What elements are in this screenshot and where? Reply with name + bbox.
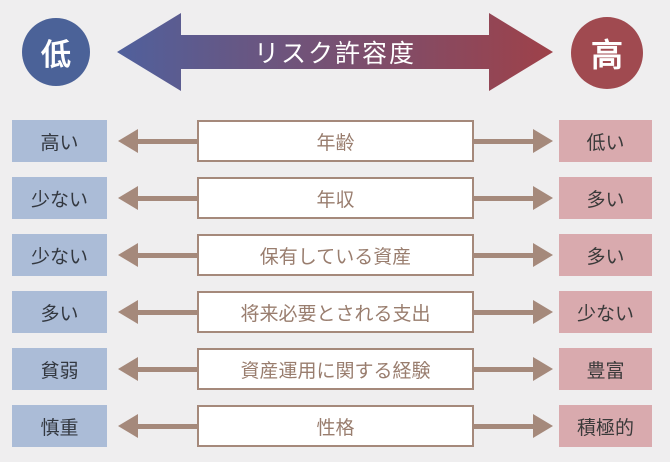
left-arrow-shaft bbox=[136, 139, 197, 144]
high-side-value: 豊富 bbox=[559, 348, 652, 390]
factor-row-personality: 慎重 性格 積極的 bbox=[0, 405, 670, 447]
left-arrow-shaft bbox=[136, 424, 197, 429]
high-side-value: 少ない bbox=[559, 291, 652, 333]
right-arrowhead-icon bbox=[533, 243, 553, 267]
left-arrow-shaft bbox=[136, 196, 197, 201]
right-arrowhead-icon bbox=[533, 300, 553, 324]
right-arrowhead-icon bbox=[533, 129, 553, 153]
factor-row-future-expenses: 多い 将来必要とされる支出 少ない bbox=[0, 291, 670, 333]
high-side-value: 低い bbox=[559, 120, 652, 162]
low-side-value: 高い bbox=[12, 120, 107, 162]
low-side-value: 貧弱 bbox=[12, 348, 107, 390]
low-side-value: 少ない bbox=[12, 234, 107, 276]
factor-label: 資産運用に関する経験 bbox=[197, 348, 474, 390]
low-side-value: 慎重 bbox=[12, 405, 107, 447]
factor-label: 将来必要とされる支出 bbox=[197, 291, 474, 333]
high-side-value: 積極的 bbox=[559, 405, 652, 447]
factor-row-assets: 少ない 保有している資産 多い bbox=[0, 234, 670, 276]
left-arrowhead-icon bbox=[118, 243, 138, 267]
factor-label: 保有している資産 bbox=[197, 234, 474, 276]
right-arrow-shaft bbox=[474, 139, 535, 144]
left-arrowhead-icon bbox=[118, 357, 138, 381]
factor-rows: 高い 年齢 低い 少ない 年収 多い 少ない 保有している資産 多い bbox=[0, 120, 670, 462]
right-arrowhead-icon bbox=[533, 357, 553, 381]
high-risk-circle: 高 bbox=[571, 17, 643, 89]
left-arrowhead-icon bbox=[118, 186, 138, 210]
left-arrowhead-icon bbox=[118, 129, 138, 153]
left-arrowhead-icon bbox=[118, 414, 138, 438]
right-arrow-shaft bbox=[474, 196, 535, 201]
factor-label: 性格 bbox=[197, 405, 474, 447]
factor-row-investment-experience: 貧弱 資産運用に関する経験 豊富 bbox=[0, 348, 670, 390]
high-risk-circle-label: 高 bbox=[590, 37, 623, 73]
left-arrow-shaft bbox=[136, 310, 197, 315]
factor-row-age: 高い 年齢 低い bbox=[0, 120, 670, 162]
high-side-value: 多い bbox=[559, 177, 652, 219]
factor-label: 年収 bbox=[197, 177, 474, 219]
right-arrow-shaft bbox=[474, 367, 535, 372]
double-headed-gradient-arrow bbox=[117, 13, 553, 91]
low-side-value: 多い bbox=[12, 291, 107, 333]
diagram-title: リスク許容度 bbox=[253, 40, 416, 68]
right-arrow-shaft bbox=[474, 310, 535, 315]
right-arrow-shaft bbox=[474, 253, 535, 258]
factor-label: 年齢 bbox=[197, 120, 474, 162]
high-side-value: 多い bbox=[559, 234, 652, 276]
low-side-value: 少ない bbox=[12, 177, 107, 219]
right-arrowhead-icon bbox=[533, 414, 553, 438]
factor-row-income: 少ない 年収 多い bbox=[0, 177, 670, 219]
right-arrowhead-icon bbox=[533, 186, 553, 210]
left-arrow-shaft bbox=[136, 367, 197, 372]
right-arrow-shaft bbox=[474, 424, 535, 429]
left-arrowhead-icon bbox=[118, 300, 138, 324]
left-arrow-shaft bbox=[136, 253, 197, 258]
low-risk-circle: 低 bbox=[22, 18, 90, 86]
low-risk-circle-label: 低 bbox=[41, 39, 71, 72]
